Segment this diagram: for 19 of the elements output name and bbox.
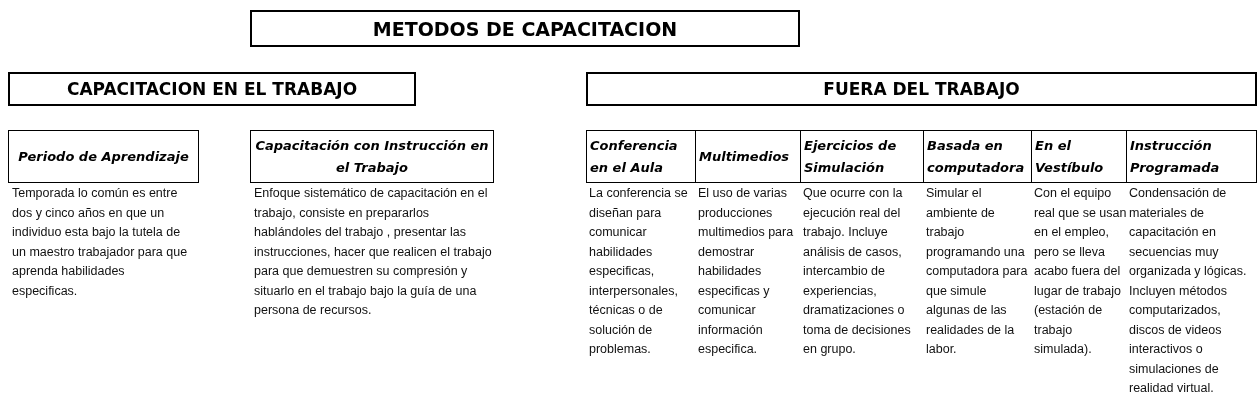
- description-text: Simular el ambiente de trabajo programando una computadora para que simule algunas de las realidades de la labor.: [926, 185, 1029, 358]
- method-box: Periodo de Aprendizaje: [8, 130, 199, 183]
- section-box: FUERA DEL TRABAJO: [586, 72, 1257, 106]
- description-text: Enfoque sistemático de capacitación en el trabajo, consiste en prepararlos hablándoles del trabajo , presentar las instrucciones, hacer que realicen el trabajo para que demuestren su compresión y situarlo en el trabajo bajo la guía de una persona de recursos.: [254, 185, 493, 319]
- section-box: CAPACITACION EN EL TRABAJO: [8, 72, 416, 106]
- method-box: Capacitación con Instrucción en el Trabajo: [250, 130, 494, 183]
- description-text: Que ocurre con la ejecución real del trabajo. Incluye análisis de casos, intercambio de experiencias, dramatizaciones o toma de decisiones en grupo.: [803, 185, 912, 358]
- description-text: Con el equipo real que se usan en el empleo, pero se lleva acabo fuera del lugar de trabajo (estación de trabajo simulada).: [1034, 185, 1128, 358]
- description-text: Condensación de materiales de capacitación en secuencias muy organizada y lógicas. Incluyen métodos computarizados, discos de videos interactivos o simulaciones de realidad virtual.: [1129, 185, 1248, 397]
- description-text: El uso de varias producciones multimedios para demostrar habilidades especificas y comunicar información especifica.: [698, 185, 795, 358]
- description-text: La conferencia se diseñan para comunicar habilidades especificas, interpersonales, técnicas o de solución de problemas.: [589, 185, 689, 358]
- table-header-cell: Multimedios: [695, 130, 801, 183]
- table-header-cell: En el Vestíbulo: [1031, 130, 1127, 183]
- title-box: METODOS DE CAPACITACION: [250, 10, 800, 47]
- description-text: Temporada lo común es entre dos y cinco años en que un individuo esta bajo la tutela de un maestro trabajador para que aprenda habilidades especificas.: [12, 185, 189, 300]
- table-header-cell: Basada en computadora: [923, 130, 1032, 183]
- table-header-cell: Ejercicios de Simulación: [800, 130, 924, 183]
- table-header-cell: Instrucción Programada: [1126, 130, 1257, 183]
- table-header-cell: Conferencia en el Aula: [586, 130, 696, 183]
